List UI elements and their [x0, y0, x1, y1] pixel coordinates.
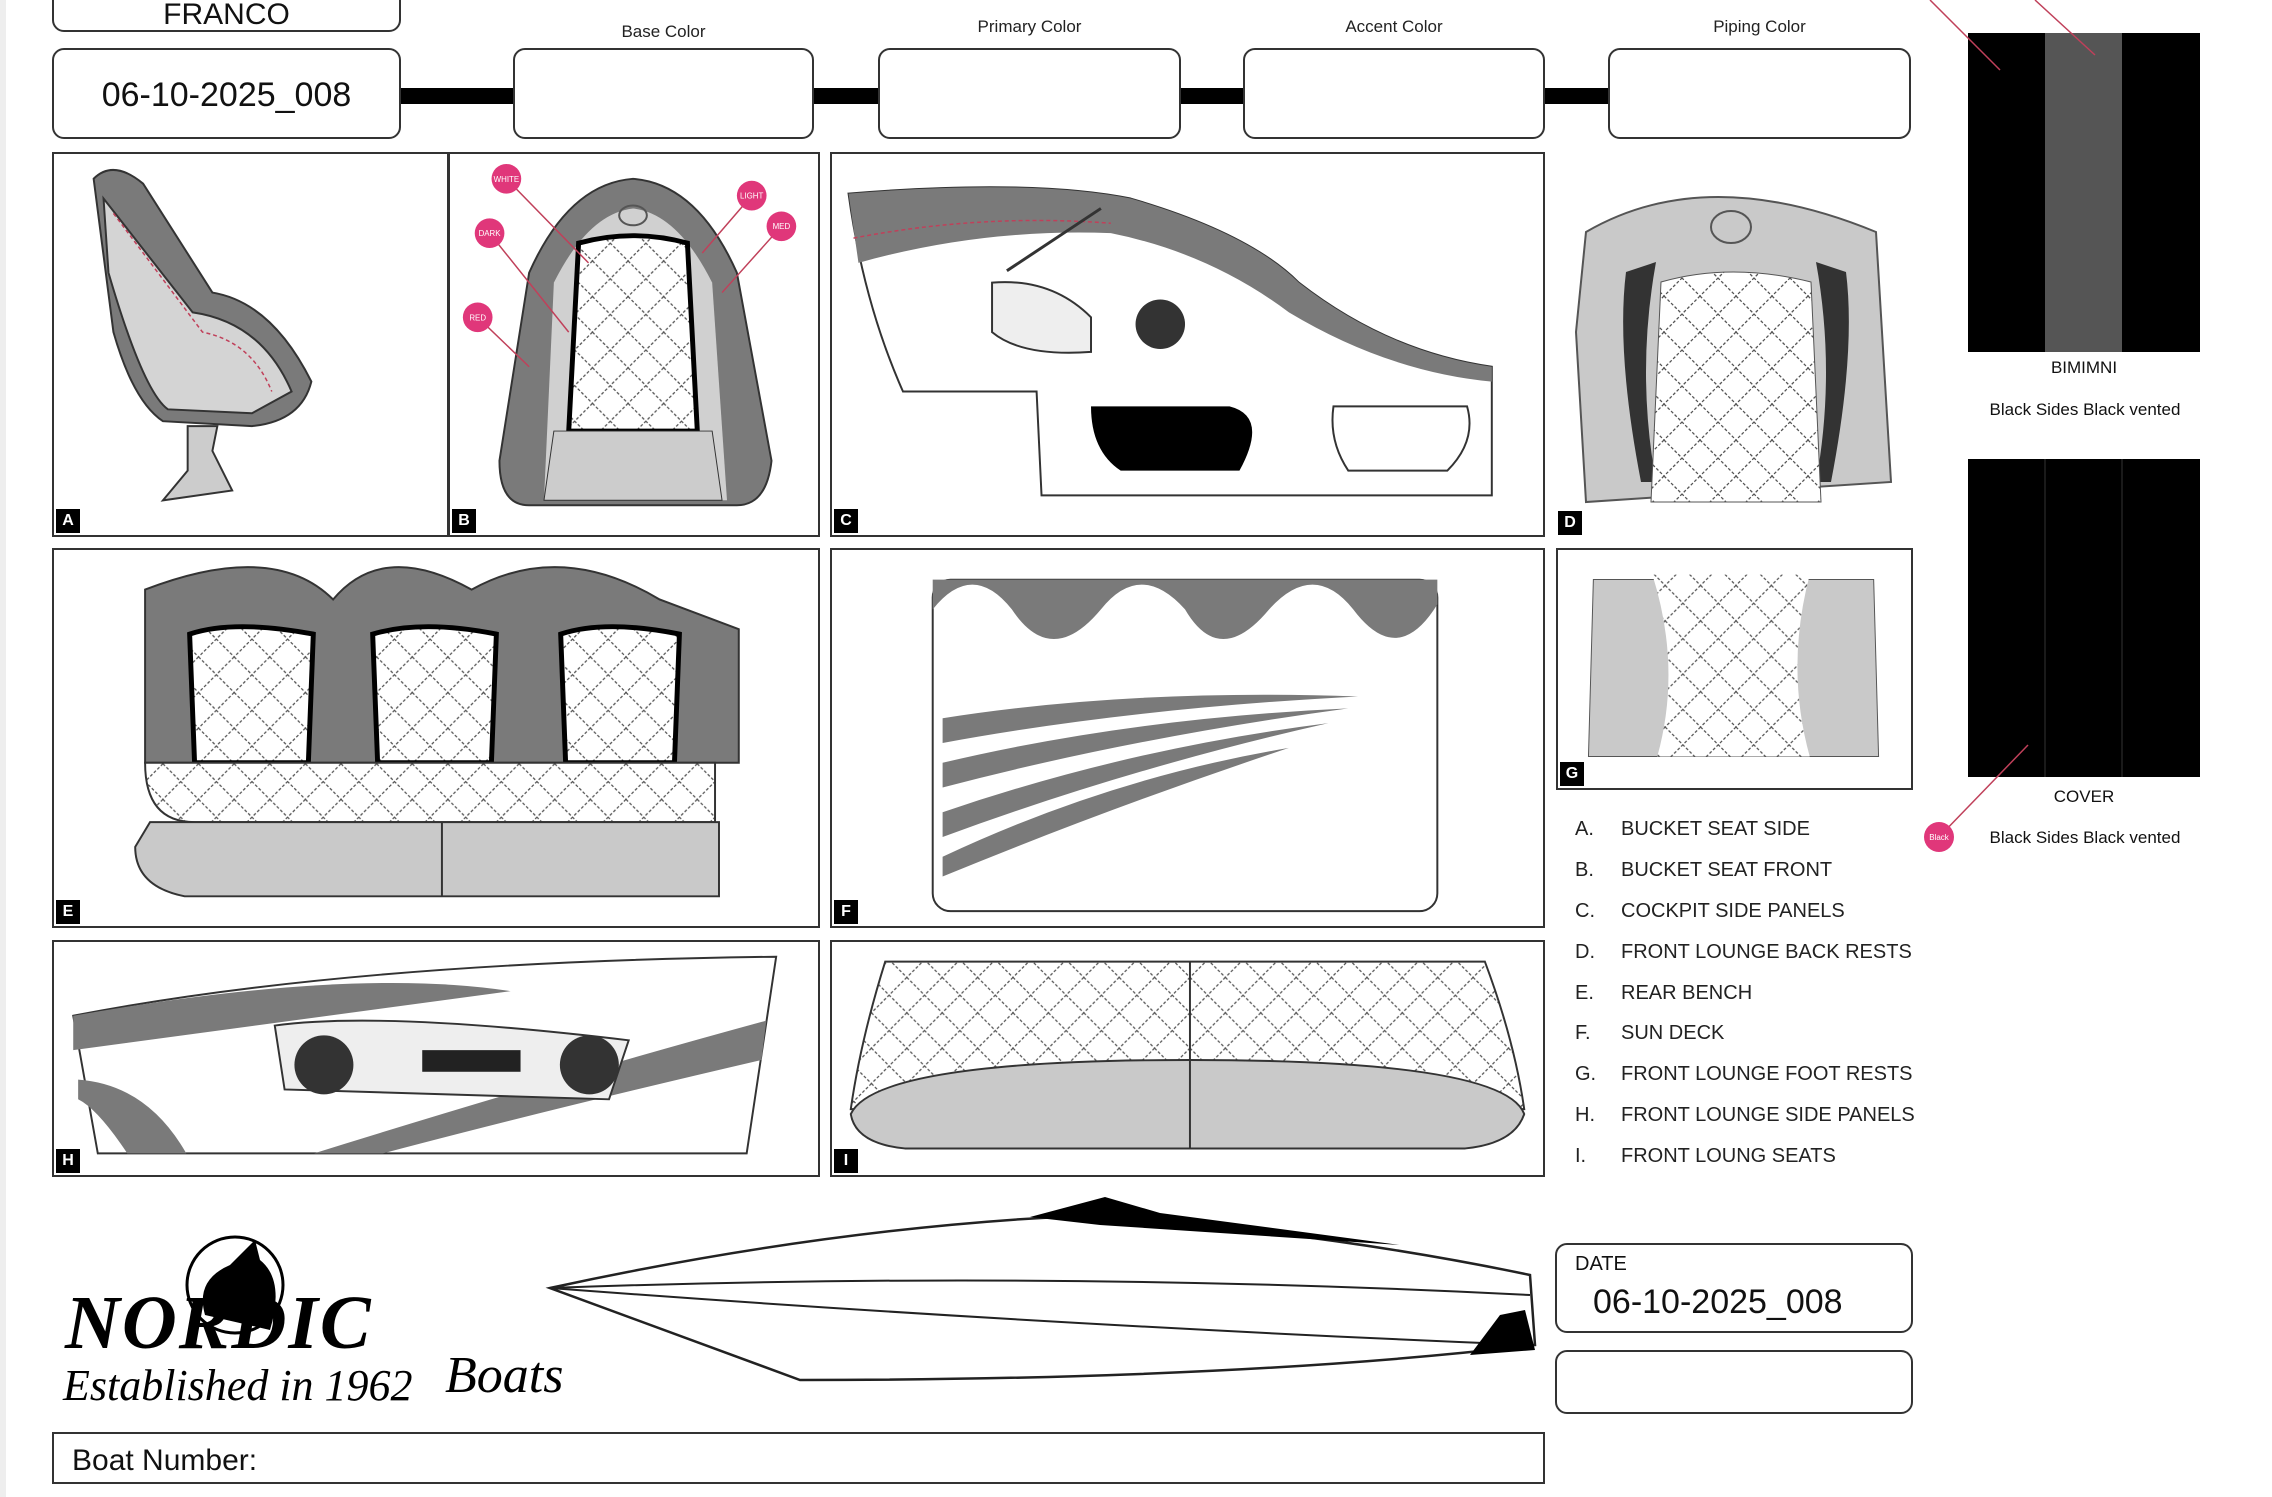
piping-color-label: Piping Color [1713, 17, 1806, 36]
cover-description: Black Sides Black vented [1989, 828, 2181, 847]
panel-c-cockpit-side-panels[interactable]: C [830, 152, 1545, 537]
legend-item: F.SUN DECK [1575, 1022, 1725, 1044]
bimini-cover-swatches: Black [1924, 0, 2200, 852]
svg-text:Established in 1962: Established in 1962 [62, 1361, 413, 1410]
callout-red: RED [469, 313, 486, 322]
date-box: DATE 06-10-2025_008 [1555, 1243, 1913, 1333]
panel-b-tag: B [452, 509, 476, 533]
boat-profile-drawing [545, 1197, 1537, 1382]
customer-name: FRANCO [163, 0, 290, 31]
panel-e-rear-bench[interactable]: E [52, 548, 820, 928]
bucket-seat-side-drawing [92, 169, 313, 502]
bimini-description: Black Sides Black vented [1989, 400, 2181, 419]
black-callout-dot [1924, 822, 1954, 852]
legend-item: G.FRONT LOUNGE FOOT RESTS [1575, 1063, 1913, 1085]
bucket-seat-front-drawing: WHITE DARK RED LIGHT MED [462, 163, 797, 507]
cover-swatch [1968, 459, 2200, 777]
order-number: 06-10-2025_008 [101, 76, 352, 114]
nordic-boats-logo: NORDIC Established in 1962 Boats [62, 1235, 563, 1410]
front-lounge-side-panel-drawing [72, 955, 778, 1155]
legend-item: B.BUCKET SEAT FRONT [1575, 859, 1833, 881]
panel-f-tag: F [834, 900, 858, 924]
front-lounge-back-rest-drawing [1574, 196, 1893, 504]
customer-name-box: FRANCO [52, 0, 401, 32]
front-lounge-seat-drawing [849, 960, 1526, 1150]
panel-i-front-lounge-seats[interactable]: I [830, 940, 1545, 1177]
panel-e-tag: E [56, 900, 80, 924]
piping-color-box[interactable] [1608, 48, 1911, 139]
bimini-title: BIMIMNI [2050, 358, 2118, 377]
date-value: 06-10-2025_008 [1593, 1283, 1843, 1321]
panel-g-front-lounge-foot-rests[interactable]: G [1556, 548, 1913, 790]
callout-white: WHITE [494, 175, 519, 184]
rear-bench-drawing [134, 566, 740, 898]
callout-med: MED [773, 222, 791, 231]
panel-a-tag: A [56, 509, 80, 533]
callout-dark: DARK [479, 229, 502, 238]
panel-g-tag: G [1560, 762, 1584, 786]
boat-number-label: Boat Number: [72, 1444, 258, 1477]
base-color-label: Base Color [621, 22, 706, 41]
panel-d-front-lounge-back-rests[interactable]: D [1556, 152, 1913, 537]
svg-text:NORDIC: NORDIC [64, 1281, 373, 1365]
accent-color-box[interactable] [1243, 48, 1545, 139]
svg-text:Boats: Boats [445, 1347, 563, 1404]
accent-color-label: Accent Color [1345, 17, 1443, 36]
callout-black: Black [1929, 833, 1950, 842]
legend-item: I.FRONT LOUNG SEATS [1575, 1145, 1836, 1167]
panel-d-tag: D [1558, 511, 1582, 535]
legend-item: C.COCKPIT SIDE PANELS [1575, 900, 1845, 922]
callout-light: LIGHT [740, 192, 763, 201]
panel-h-front-lounge-side-panels[interactable]: H [52, 940, 820, 1177]
page-edge [0, 0, 6, 1497]
panel-i-tag: I [834, 1149, 858, 1173]
boat-number-field[interactable]: Boat Number: [52, 1432, 1545, 1484]
primary-color-label: Primary Color [977, 17, 1082, 36]
sun-deck-drawing [931, 578, 1439, 913]
base-color-box[interactable] [513, 48, 814, 139]
panel-h-tag: H [56, 1149, 80, 1173]
legend-item: H.FRONT LOUNGE SIDE PANELS [1575, 1104, 1915, 1126]
foot-rest-drawing [1587, 574, 1880, 758]
date-label: DATE [1575, 1253, 1627, 1275]
legend-item: D.FRONT LOUNGE BACK RESTS [1575, 941, 1912, 963]
legend-item: A.BUCKET SEAT SIDE [1575, 818, 1810, 840]
bimini-vent-stripe [2045, 33, 2122, 352]
cockpit-side-panels-drawing [847, 186, 1493, 497]
panel-f-sun-deck[interactable]: F [830, 548, 1545, 928]
cover-title: COVER [2053, 787, 2115, 806]
panel-a-bucket-seat-side[interactable]: A [52, 152, 449, 537]
blank-info-box[interactable] [1555, 1350, 1913, 1414]
primary-color-box[interactable] [878, 48, 1181, 139]
legend-item: E.REAR BENCH [1575, 982, 1753, 1004]
order-number-box: 06-10-2025_008 [52, 48, 401, 139]
panel-c-tag: C [834, 509, 858, 533]
panel-b-bucket-seat-front[interactable]: WHITE DARK RED LIGHT MED B [448, 152, 820, 537]
